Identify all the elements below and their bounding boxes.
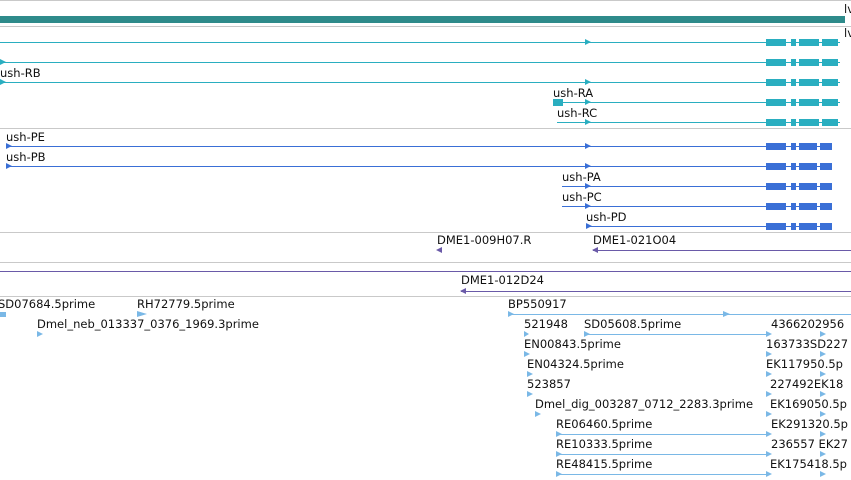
track-separator [0,0,851,1]
transcript-feature[interactable] [0,42,840,43]
transcript-label: ush-PE [6,130,45,144]
gene-label: lv [844,2,851,16]
est-label: 236557 EK27 [771,437,848,451]
track-separator [0,232,851,233]
clone-label: DME1-021O04 [593,233,677,247]
clone-feature[interactable] [461,291,851,292]
transcript-label: ush-PD [586,210,627,224]
track-separator [0,26,851,27]
clone-label: DME1-012D24 [461,273,544,287]
est-label: SD07684.5prime [0,297,96,311]
est-label: 163733SD227 [766,337,849,351]
transcript-label: ush-PC [562,190,602,204]
est-feature[interactable] [508,314,851,315]
transcript-feature[interactable] [562,186,832,187]
transcript-label: ush-RB [0,66,41,80]
est-label: BP550917 [508,297,567,311]
est-label: Dmel_neb_013337_0376_1969.3prime [37,317,259,331]
transcript-label: ush-RC [557,106,598,120]
clone-feature[interactable] [593,250,851,251]
est-label: Dmel_dig_003287_0712_2283.3prime [535,397,754,411]
transcript-label: ush-RA [553,86,594,100]
est-feature[interactable] [556,434,766,435]
clone-feature[interactable] [0,271,851,272]
est-label: RE10333.5prime [556,437,653,451]
track-separator [0,296,851,297]
transcript-label: ush-PB [6,150,46,164]
gene-feature[interactable] [0,16,845,23]
est-feature[interactable] [556,474,766,475]
est-label: EN00843.5prime [524,337,621,351]
est-label: 521948 [524,317,568,331]
est-label: SD05608.5prime [584,317,682,331]
est-label: EK291320.5p [771,417,848,431]
est-label: EK117950.5p [766,357,843,371]
clone-label: DME1-009H07.R [437,233,532,247]
transcript-label: ush-PA [562,170,601,184]
est-label: 4366202956 [771,317,845,331]
transcript-feature[interactable] [0,62,840,63]
est-label: 523857 [527,377,571,391]
est-label: 227492EK18 [770,377,844,391]
transcript-feature[interactable] [562,206,832,207]
gene-label: lv [844,26,851,40]
est-feature[interactable] [584,334,766,335]
est-label: RE06460.5prime [556,417,653,431]
transcript-feature[interactable] [586,226,832,227]
est-feature[interactable] [556,454,766,455]
est-label: EK169050.5p [770,397,847,411]
track-separator [0,262,851,263]
transcript-feature[interactable] [6,146,832,147]
est-label: RH72779.5prime [137,297,235,311]
transcript-feature[interactable] [6,166,832,167]
est-label: EN04324.5prime [527,357,624,371]
transcript-feature[interactable] [0,82,840,83]
est-label: EK175418.5p [770,457,847,471]
track-separator [0,128,851,129]
transcript-feature[interactable] [557,122,840,123]
transcript-feature[interactable] [553,102,840,103]
est-label: RE48415.5prime [556,457,653,471]
